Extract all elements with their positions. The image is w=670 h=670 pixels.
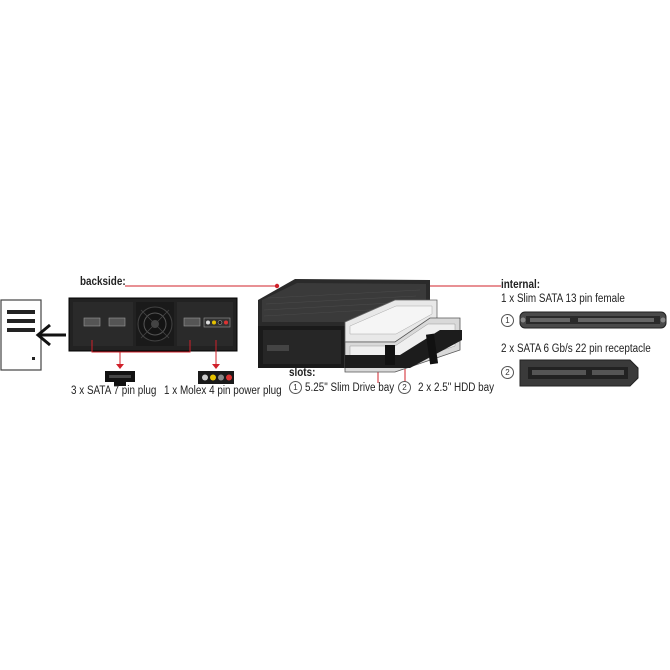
backside-label: backside:: [80, 276, 126, 288]
arrow-left-icon: [35, 323, 66, 347]
sata-plug-label: 3 x SATA 7 pin plug: [71, 385, 157, 397]
slim-sata-connector: [519, 311, 667, 329]
slot1-label: 5.25" Slim Drive bay: [305, 382, 395, 394]
sata22-connector: [519, 359, 639, 387]
internal-marker-1: 1: [501, 314, 514, 327]
sata-plug-icon: [105, 371, 135, 386]
internal2-label: 2 x SATA 6 Gb/s 22 pin receptacle: [501, 343, 651, 355]
slot-marker-1: 1: [289, 381, 302, 394]
molex-plug-icon: [198, 371, 234, 384]
backside-panel: [68, 297, 238, 352]
slots-label: slots:: [289, 367, 316, 379]
slot-marker-2: 2: [398, 381, 411, 394]
internal-marker-2: 2: [501, 366, 514, 379]
drive-enclosure: [258, 279, 462, 373]
molex-plug-label: 1 x Molex 4 pin power plug: [164, 385, 282, 397]
internal-label: internal:: [501, 279, 541, 291]
internal1-label: 1 x Slim SATA 13 pin female: [501, 293, 625, 305]
slot2-label: 2 x 2.5" HDD bay: [418, 382, 495, 394]
computer-case-icon: [0, 299, 42, 371]
